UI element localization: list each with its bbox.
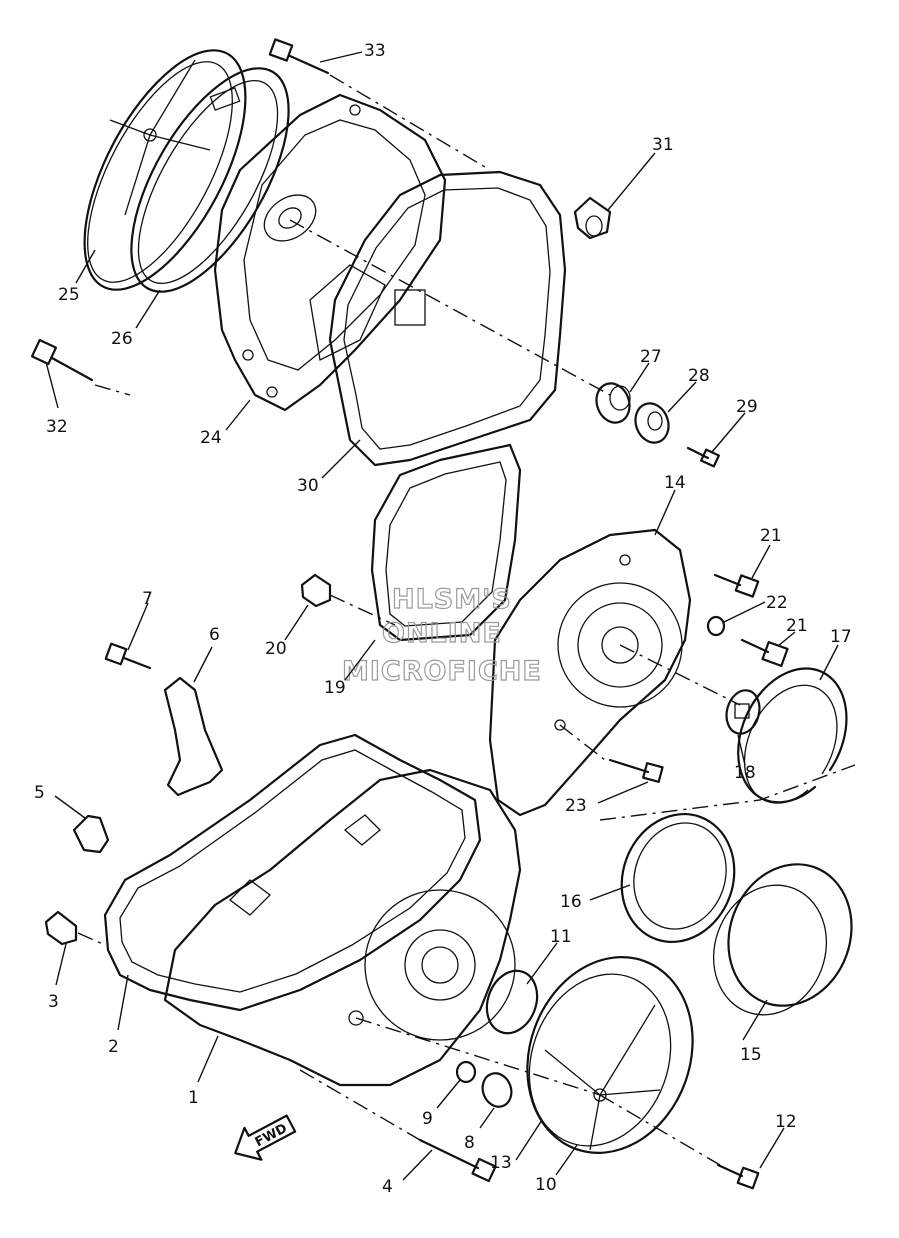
- callout-19: 19: [324, 678, 346, 698]
- callout-22: 22: [766, 593, 788, 613]
- callout-10: 10: [535, 1175, 557, 1195]
- callout-28: 28: [688, 366, 710, 386]
- fwd-arrow: FWD: [234, 1114, 297, 1161]
- part-28-seal: [634, 402, 670, 444]
- callout-26: 26: [111, 329, 133, 349]
- part-27-collar: [595, 382, 631, 424]
- part-24-housing-cover: [213, 93, 447, 412]
- fwd-label: FWD: [253, 1121, 290, 1150]
- part-19-gasket: [370, 443, 522, 642]
- watermark-line-3: MICROFICHE: [342, 656, 542, 687]
- part-25-outer-cover: [83, 49, 247, 291]
- callout-2: 2: [108, 1037, 119, 1057]
- part-5-clamp: [72, 814, 110, 854]
- callout-3: 3: [48, 992, 59, 1012]
- part-20-dowel: [300, 573, 332, 608]
- part-17-circlip: [737, 667, 848, 804]
- callout-24: 24: [200, 428, 222, 448]
- part-7-bolt: [104, 642, 152, 670]
- part-14-plate: [488, 528, 692, 817]
- part-29-bolt: [686, 446, 720, 468]
- part-9-oring: [455, 1060, 477, 1084]
- part-11-oring: [485, 969, 539, 1035]
- callout-11: 11: [550, 927, 572, 947]
- callout-12: 12: [775, 1112, 797, 1132]
- callout-25: 25: [58, 285, 80, 305]
- callout-15: 15: [740, 1045, 762, 1065]
- callout-21-lower: 21: [786, 616, 808, 636]
- part-30-cover-gasket: [328, 170, 567, 467]
- part-3-dowel: [44, 910, 78, 946]
- callout-30: 30: [297, 476, 319, 496]
- part-21-bolt-upper: [713, 573, 760, 598]
- watermark: HLSM'S ONLINE MICROFICHE: [341, 583, 542, 687]
- alignment-lines: [77, 74, 856, 1166]
- callout-14: 14: [664, 473, 686, 493]
- callout-13: 13: [490, 1153, 512, 1173]
- part-8-plug: [481, 1072, 513, 1108]
- part-23-bolt: [608, 758, 664, 783]
- part-10-cover: [526, 956, 694, 1154]
- watermark-line-1: HLSM'S: [392, 584, 512, 615]
- part-4-bolt: [418, 1138, 497, 1183]
- part-1-crankcase-cover: [163, 768, 522, 1087]
- callout-7: 7: [142, 589, 153, 609]
- callout-4: 4: [382, 1177, 393, 1197]
- part-33-bolt: [268, 38, 330, 75]
- callout-23: 23: [565, 796, 587, 816]
- part-22-oring: [706, 615, 726, 637]
- part-18-washer: [725, 689, 761, 735]
- part-16-ring: [620, 812, 736, 944]
- callout-29: 29: [736, 397, 758, 417]
- part-26-gasket: [130, 67, 290, 293]
- callout-9: 9: [422, 1109, 433, 1129]
- callout-32: 32: [46, 417, 68, 437]
- part-2-gasket: [103, 733, 482, 1012]
- callout-1: 1: [188, 1088, 199, 1108]
- callout-31: 31: [652, 135, 674, 155]
- callout-18: 18: [734, 763, 756, 783]
- part-12-bolt: [716, 1163, 760, 1190]
- part-32-bolt: [30, 338, 94, 382]
- callout-33: 33: [364, 41, 386, 61]
- callout-27: 27: [640, 347, 662, 367]
- watermark-line-2: ONLINE: [382, 618, 502, 649]
- callout-21-upper: 21: [760, 526, 782, 546]
- callout-6: 6: [209, 625, 220, 645]
- callout-8: 8: [464, 1133, 475, 1153]
- part-31-plug: [573, 196, 612, 240]
- callout-numbers: 1 2 3 4 5 6 7 8 9 10 11 12 13 14 15 16 1…: [34, 41, 852, 1197]
- callout-5: 5: [34, 783, 45, 803]
- callout-20: 20: [265, 639, 287, 659]
- part-15-cap: [712, 863, 853, 1016]
- callout-16: 16: [560, 892, 582, 912]
- part-6-bracket: [163, 676, 224, 797]
- leader-lines: [45, 51, 839, 1181]
- callout-17: 17: [830, 627, 852, 647]
